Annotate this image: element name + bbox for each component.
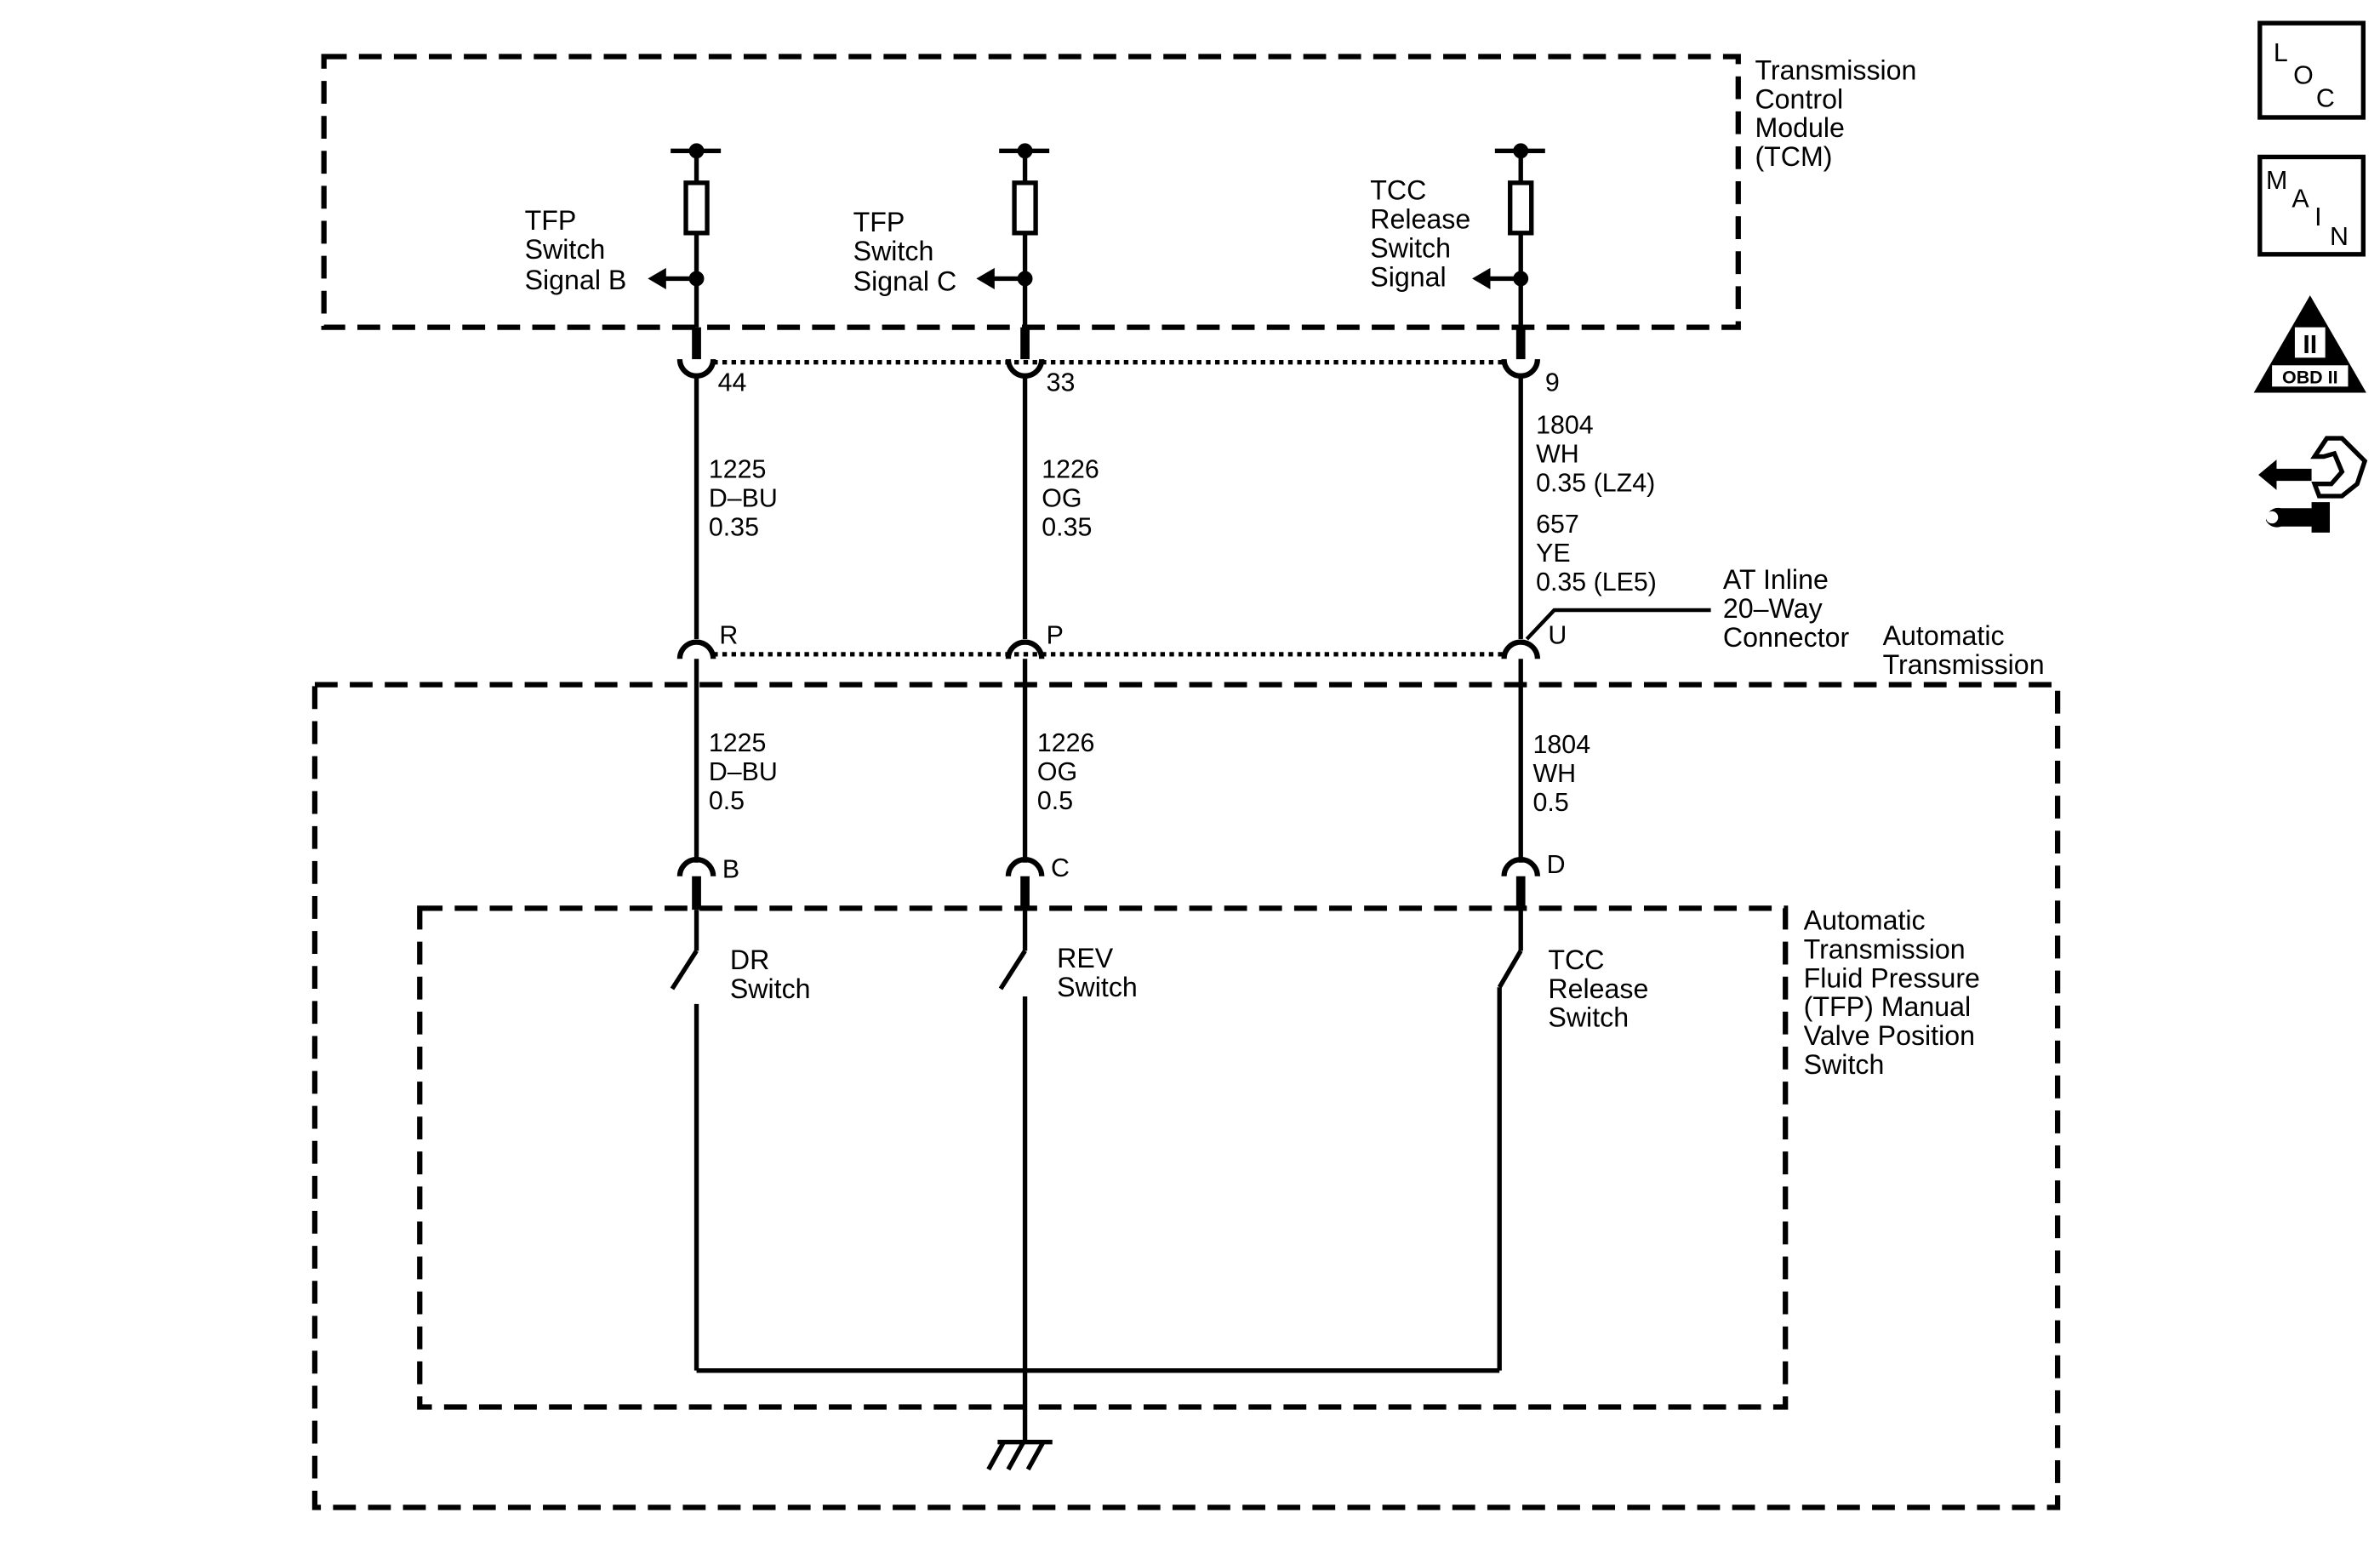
tcm-module-box bbox=[321, 54, 1741, 330]
wire-label-upper-tcc: 1804 WH 0.35 (LZ4) 657 YE 0.35 (LE5) bbox=[1536, 411, 1663, 596]
rev-switch-contact bbox=[998, 910, 1028, 1442]
switch-pin-d-terminal bbox=[1501, 857, 1541, 877]
tcc-release-switch-contact bbox=[1497, 910, 1523, 1371]
signal-label-tfp-c: TFP Switch Signal C bbox=[853, 207, 957, 297]
svg-text:L: L bbox=[2274, 38, 2288, 67]
inline-connector-label: AT Inline 20–Way Connector bbox=[1723, 564, 1850, 653]
svg-text:I: I bbox=[2314, 203, 2321, 231]
tcm-pin-9-terminal bbox=[1501, 358, 1541, 379]
svg-text:C: C bbox=[2316, 83, 2335, 112]
wire-label-lower-c: 1226 OG 0.5 bbox=[1037, 728, 1102, 815]
switch-pin-label-d: D bbox=[1547, 850, 1566, 879]
inline-connector-leader bbox=[1525, 608, 1711, 641]
tcm-circuit-b bbox=[648, 143, 722, 328]
signal-label-tfp-b: TFP Switch Signal B bbox=[525, 205, 627, 295]
tfp-switch-label: Automatic Transmission Fluid Pressure (T… bbox=[1804, 905, 1988, 1080]
tcm-pin-label-tcc: 9 bbox=[1545, 368, 1560, 397]
tfp-switch-box bbox=[417, 905, 1789, 1410]
obd-ii-icon[interactable]: II OBD II bbox=[2253, 295, 2366, 393]
wire-label-lower-b: 1225 D–BU 0.5 bbox=[709, 728, 785, 815]
tcm-pin-44-terminal bbox=[676, 358, 716, 379]
dr-switch-contact bbox=[670, 910, 699, 1371]
switch-label-dr: DR Switch bbox=[730, 945, 811, 1004]
switch-pin-label-b: B bbox=[722, 855, 739, 884]
automatic-transmission-label: Automatic Transmission bbox=[1883, 620, 2045, 680]
automatic-transmission-box bbox=[311, 682, 2061, 1510]
svg-text:O: O bbox=[2293, 61, 2314, 90]
switch-pin-c-terminal bbox=[1005, 857, 1045, 877]
switch-pin-b-terminal bbox=[676, 857, 716, 877]
wire-label-upper-b: 1225 D–BU 0.35 bbox=[709, 455, 785, 542]
switch-label-tcc-release: TCC Release Switch bbox=[1548, 945, 1656, 1033]
switch-label-rev: REV Switch bbox=[1057, 943, 1138, 1002]
switch-pin-label-c: C bbox=[1051, 853, 1070, 882]
inline-pin-r-terminal bbox=[676, 639, 716, 659]
connector-wrench-icon[interactable] bbox=[2258, 436, 2368, 533]
svg-text:M: M bbox=[2266, 166, 2287, 195]
wire-label-lower-tcc: 1804 WH 0.5 bbox=[1533, 730, 1598, 817]
inline-pin-u-terminal bbox=[1501, 639, 1541, 659]
tcm-pin-label-c: 33 bbox=[1047, 368, 1076, 397]
wire-label-upper-c: 1226 OG 0.35 bbox=[1042, 455, 1106, 542]
inline-pin-label-u: U bbox=[1548, 620, 1567, 649]
main-icon[interactable]: M A I N bbox=[2257, 154, 2366, 257]
tcm-pin-33-terminal bbox=[1005, 358, 1045, 379]
ground-symbol bbox=[986, 1439, 1053, 1471]
tcm-pin-label-b: 44 bbox=[718, 368, 747, 397]
svg-text:A: A bbox=[2292, 184, 2309, 213]
inline-pin-label-r: R bbox=[719, 620, 738, 649]
svg-text:II: II bbox=[2303, 330, 2317, 359]
tcm-circuit-c bbox=[976, 143, 1050, 328]
tcm-circuit-tcc bbox=[1472, 143, 1545, 328]
tcm-label: Transmission Control Module (TCM) bbox=[1755, 54, 1924, 172]
loc-icon[interactable]: L O C bbox=[2257, 20, 2366, 120]
svg-text:OBD II: OBD II bbox=[2282, 368, 2338, 388]
signal-label-tcc: TCC Release Switch Signal bbox=[1370, 174, 1478, 292]
svg-text:N: N bbox=[2330, 222, 2349, 251]
inline-pin-label-p: P bbox=[1047, 620, 1064, 649]
